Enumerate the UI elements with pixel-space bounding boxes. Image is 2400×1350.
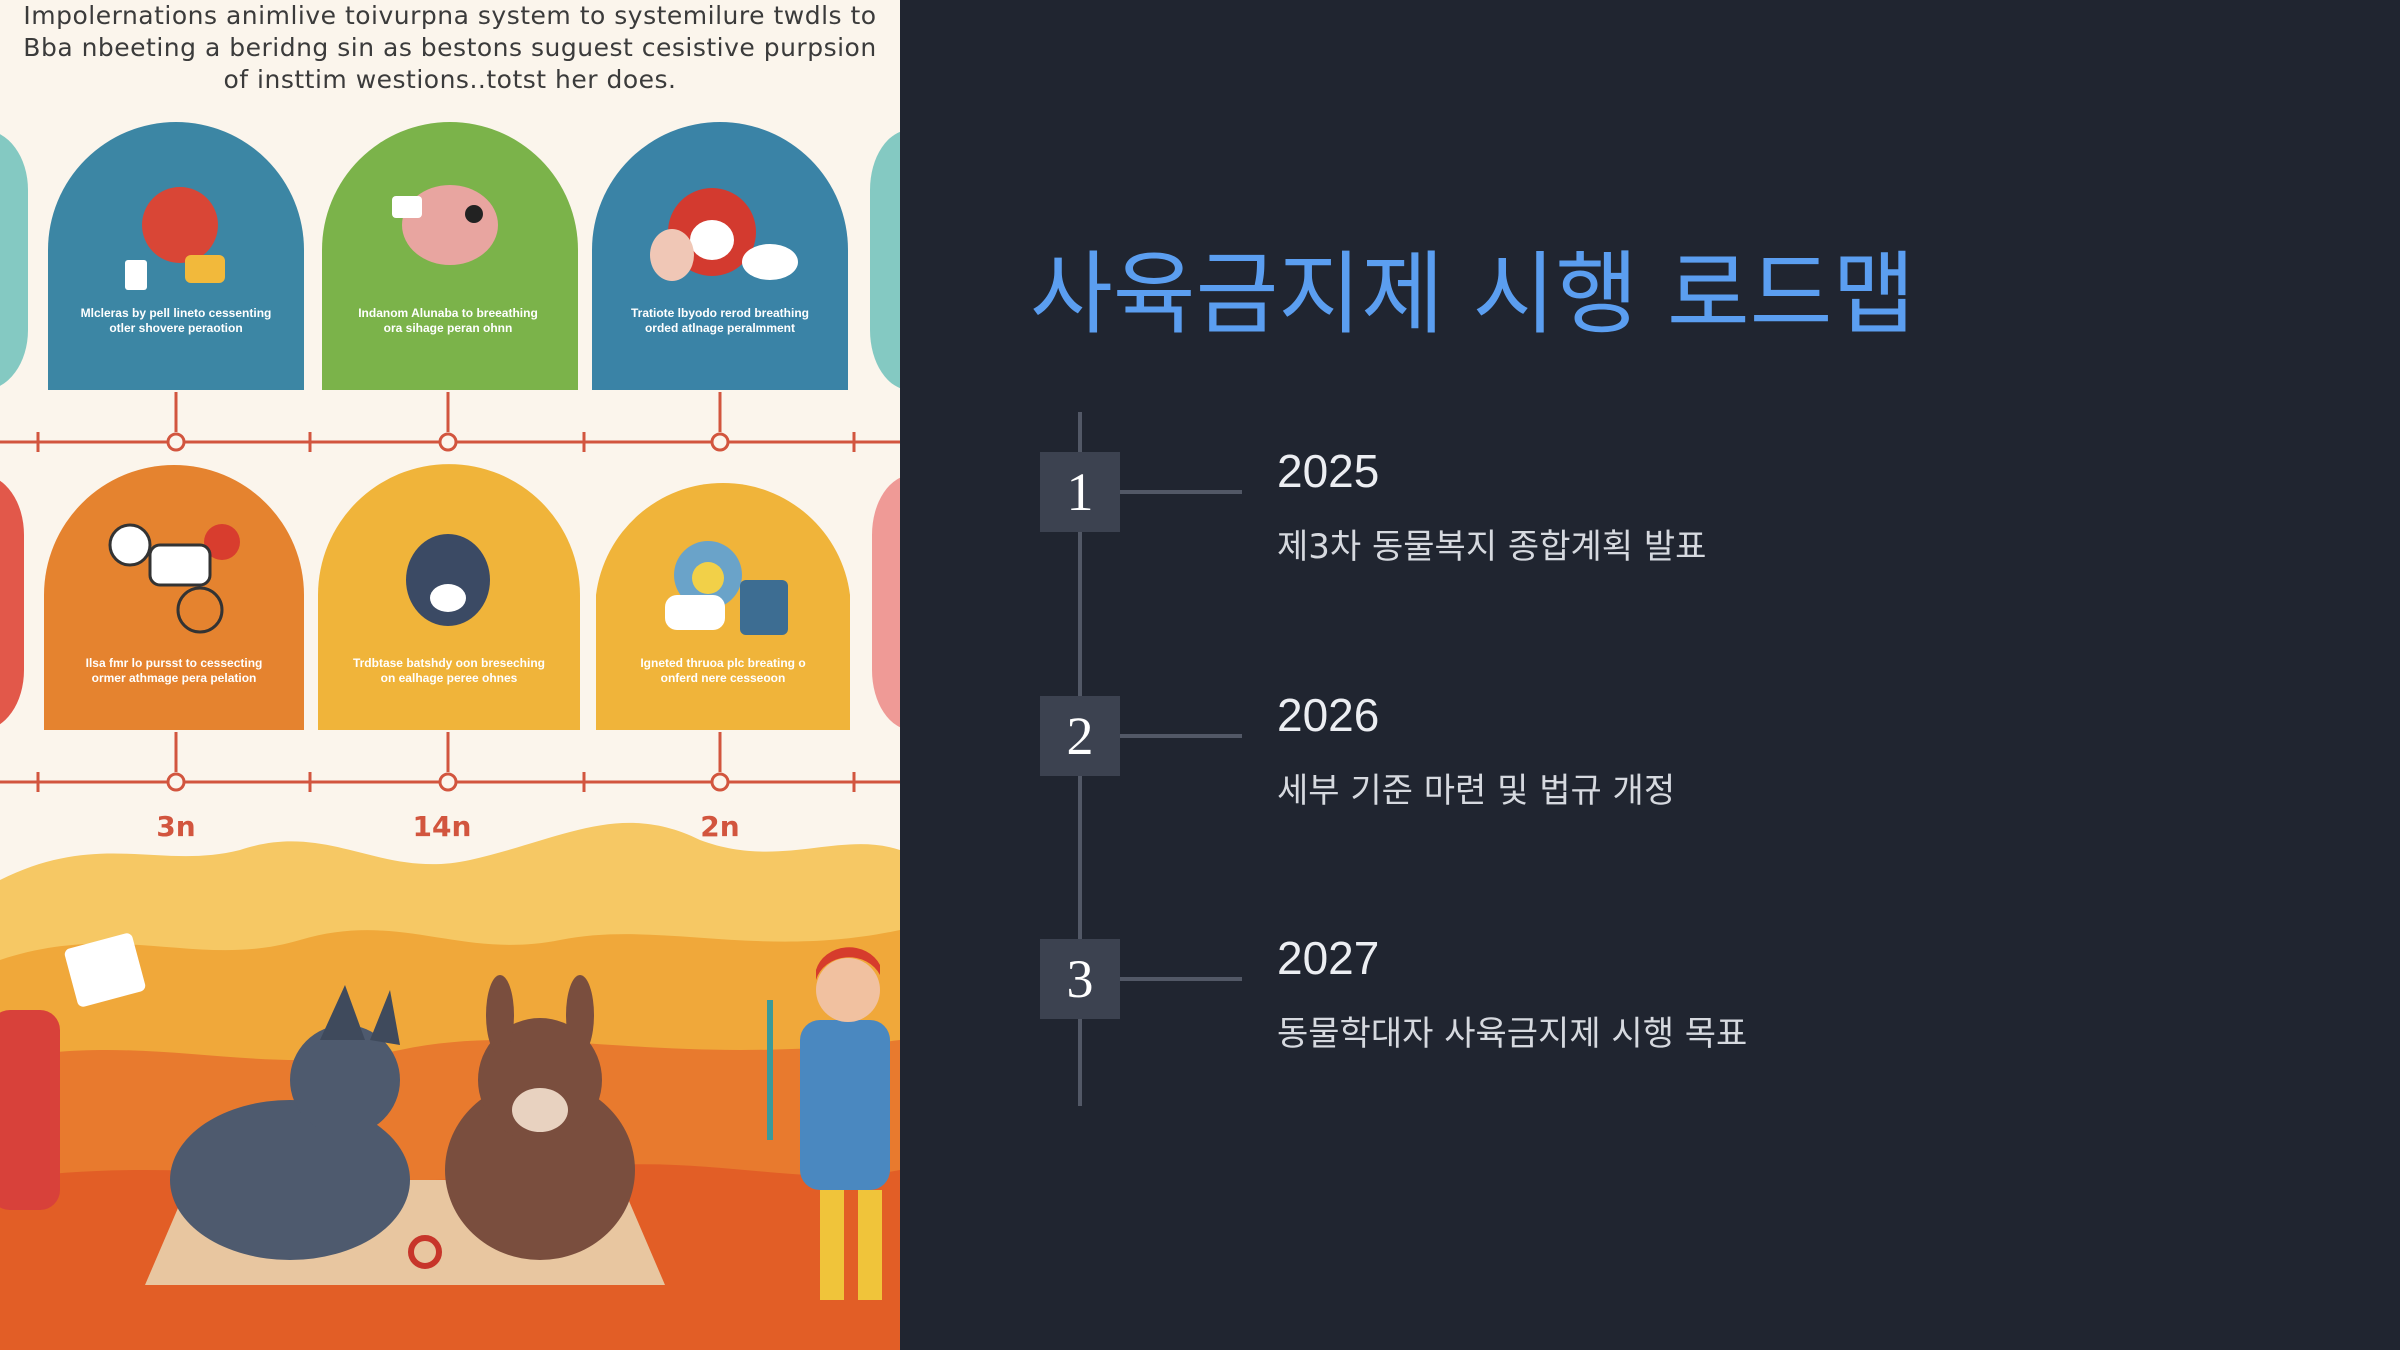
card-label: Igneted thruoa plc breating o onferd ner… [640, 656, 806, 685]
top-card-row [0, 122, 900, 390]
card-label: Indanom Alunaba to breeathing ora sihage… [358, 306, 538, 335]
step-connector [1120, 977, 1242, 981]
roadmap-step-3: 3 2027 동물학대자 사육금지제 시행 목표 [1040, 932, 2240, 1054]
page-title: 사육금지제 시행 로드맵 [1030, 242, 1916, 347]
year-mark: 14n [412, 810, 472, 843]
bottom-timeline [0, 732, 900, 792]
step-year: 2027 [1277, 932, 1380, 984]
caption-line: Impolernations animlive toivurpna system… [23, 1, 877, 30]
step-description: 동물학대자 사육금지제 시행 목표 [1277, 1014, 1748, 1054]
caption-line: of insttim westions..totst her does. [223, 65, 677, 94]
step-number-badge: 1 [1040, 452, 1120, 532]
year-mark: 2n [700, 810, 740, 843]
top-timeline [0, 392, 900, 452]
roadmap-step-1: 1 2025 제3차 동물복지 종합계획 발표 [1040, 445, 2240, 567]
card-label: Ilsa fmr lo pursst to cessecting ormer a… [85, 656, 263, 685]
illustration-caption: Impolernations animlive toivurpna system… [0, 0, 900, 96]
roadmap-illustration: Impolernations animlive toivurpna system… [0, 0, 900, 1350]
step-number-badge: 3 [1040, 939, 1120, 1019]
step-connector [1120, 490, 1242, 494]
step-connector [1120, 734, 1242, 738]
card-label: Tratiote lbyodo rerod breathing orded at… [630, 306, 809, 335]
step-year: 2026 [1277, 689, 1380, 741]
roadmap-panel: 사육금지제 시행 로드맵 1 2025 제3차 동물복지 종합계획 발표 2 2… [900, 0, 2400, 1350]
step-description: 세부 기준 마련 및 법규 개정 [1277, 771, 1676, 811]
step-number-badge: 2 [1040, 696, 1120, 776]
step-year: 2025 [1277, 445, 1380, 497]
card-label: Trdbtase batshdy oon breseching on ealha… [352, 656, 546, 685]
illustration-artwork [0, 0, 900, 1350]
landscape [0, 822, 900, 1350]
roadmap-step-2: 2 2026 세부 기준 마련 및 법규 개정 [1040, 689, 2240, 811]
year-mark: 3n [156, 810, 196, 843]
animals [170, 975, 635, 1269]
step-description: 제3차 동물복지 종합계획 발표 [1277, 527, 1707, 567]
caption-line: Bba nbeeting a beridng sin as bestons su… [23, 33, 877, 62]
card-label: Mlcleras by pell lineto cessenting otler… [80, 306, 272, 335]
bottom-card-row [0, 464, 900, 730]
people [0, 933, 890, 1300]
